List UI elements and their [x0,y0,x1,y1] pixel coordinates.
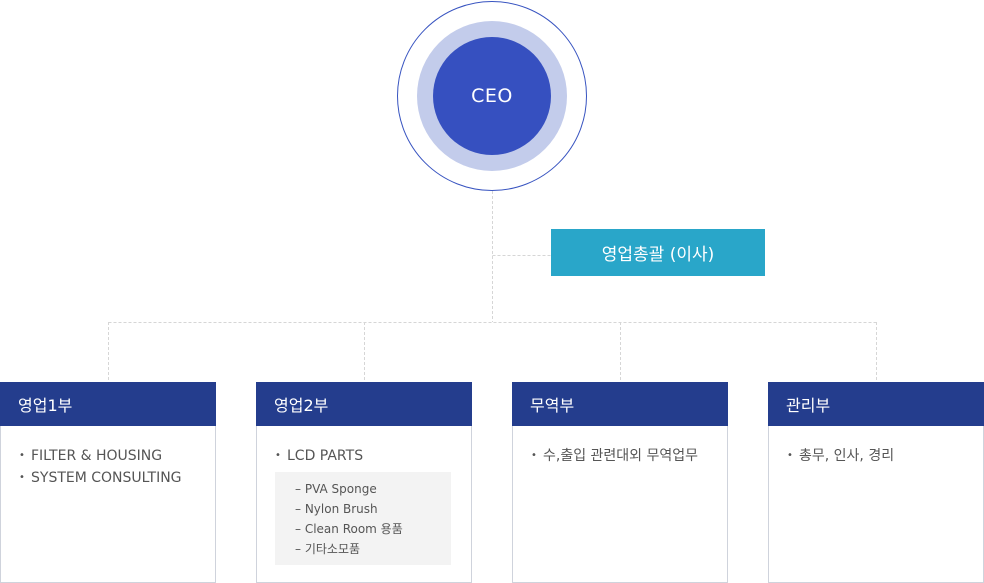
department-body: 총무, 인사, 경리 [768,426,984,583]
director-label: 영업총괄 (이사) [601,245,715,265]
sub-item: Nylon Brush [295,499,451,519]
department-item: FILTER & HOUSING [19,445,215,467]
department-header: 관리부 [768,382,984,426]
department-title: 영업2부 [274,396,329,415]
department-body: 수,출입 관련대외 무역업무 [512,426,728,583]
sub-item: PVA Sponge [295,479,451,499]
department-header: 영업2부 [256,382,472,426]
department-title: 관리부 [786,396,831,415]
department-item: LCD PARTS [275,445,471,467]
department-title: 영업1부 [18,396,73,415]
department-sales-1: 영업1부 FILTER & HOUSING SYSTEM CONSULTING [0,382,216,583]
department-item: SYSTEM CONSULTING [19,467,215,489]
sub-item: Clean Room 용품 [295,519,451,539]
ceo-label: CEO [471,85,513,107]
department-item: 총무, 인사, 경리 [787,445,983,467]
department-item: 수,출입 관련대외 무역업무 [531,445,727,467]
ceo-node: CEO [433,37,551,155]
department-body: FILTER & HOUSING SYSTEM CONSULTING [0,426,216,583]
department-sales-2: 영업2부 LCD PARTS PVA Sponge Nylon Brush Cl… [256,382,472,583]
department-body: LCD PARTS PVA Sponge Nylon Brush Clean R… [256,426,472,583]
department-trade: 무역부 수,출입 관련대외 무역업무 [512,382,728,583]
department-header: 무역부 [512,382,728,426]
department-management: 관리부 총무, 인사, 경리 [768,382,984,583]
sub-item: 기타소모품 [295,539,451,559]
department-header: 영업1부 [0,382,216,426]
department-title: 무역부 [530,396,575,415]
sub-item-box: PVA Sponge Nylon Brush Clean Room 용품 기타소… [275,472,451,565]
director-node: 영업총괄 (이사) [551,229,765,276]
